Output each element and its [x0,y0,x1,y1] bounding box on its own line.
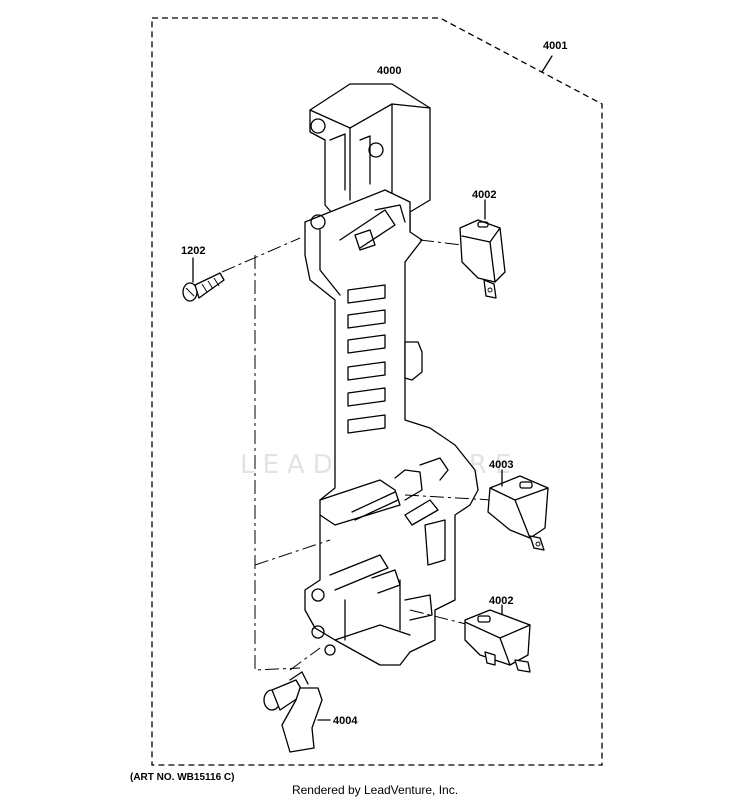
switch-mid-part [487,475,549,551]
latch-board-ribs [347,284,386,434]
mount-line-left [254,255,301,671]
credit-line: Rendered by LeadVenture, Inc. [291,783,459,797]
label-4002-top: 4002 [472,189,497,201]
switch-top-part [459,219,506,299]
lever-part [263,671,323,753]
label-4004: 4004 [333,715,358,727]
label-4001: 4001 [543,40,568,52]
label-4003: 4003 [489,459,514,471]
screw-leader [221,237,301,273]
switch-bottom-part [464,609,531,673]
switch-bottom-line [409,609,471,626]
label-4002-bottom: 4002 [489,595,514,607]
label-1202: 1202 [181,245,206,257]
switch-mid-line [404,494,493,501]
lever-line [289,647,321,671]
assembly-boundary [151,17,603,766]
mount-line-lower [254,539,331,566]
screw-part [182,272,225,302]
switch-top-line [419,239,463,246]
leader-4001 [541,55,553,73]
label-4000: 4000 [377,65,402,77]
art-number: (ART NO. WB15116 C) [130,772,235,783]
latch-board-part [304,83,479,666]
